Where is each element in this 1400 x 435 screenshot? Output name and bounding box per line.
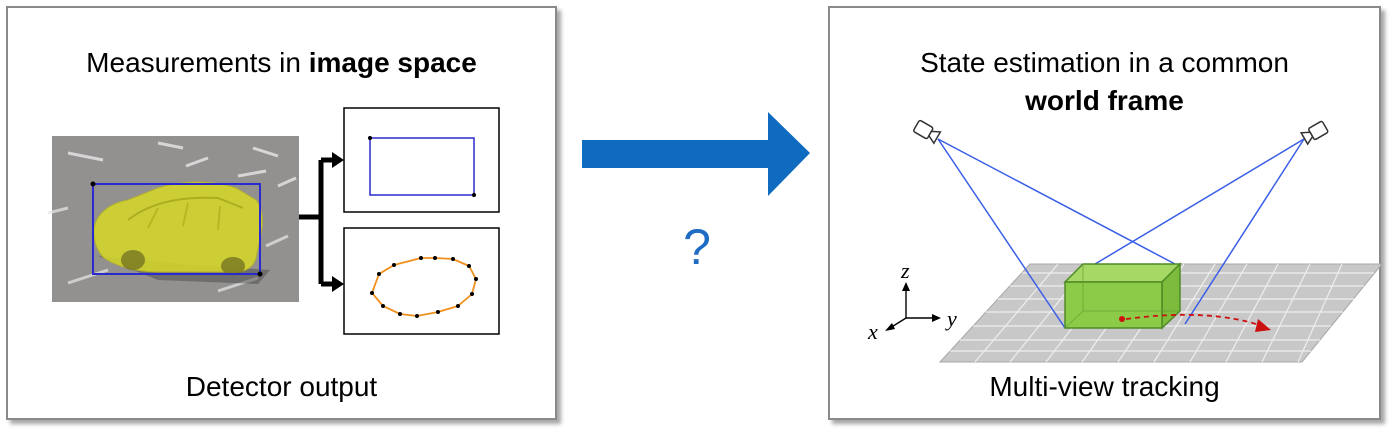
- camera-icon: [1299, 120, 1329, 146]
- image-space-title-prefix: Measurements in: [86, 47, 301, 78]
- world-frame-title-line2: world frame: [830, 84, 1379, 118]
- object-3d-box: [1063, 262, 1182, 330]
- arrow-to-polygon-icon: [332, 276, 344, 292]
- world-scene: z y x: [867, 119, 1384, 363]
- world-frame-title-bold: world frame: [1025, 85, 1184, 116]
- detector-output-caption: Detector output: [185, 371, 378, 402]
- polygon-output-box: [343, 227, 500, 335]
- output-branch-arrows: [299, 157, 332, 287]
- y-axis-label: y: [945, 306, 957, 331]
- question-mark: ?: [683, 219, 711, 275]
- x-axis-label: x: [867, 319, 878, 344]
- world-axes: [885, 282, 941, 331]
- world-frame-panel: State estimation in a common world frame…: [828, 6, 1384, 420]
- image-space-panel: Measurements in image space Detector out…: [6, 6, 557, 420]
- z-axis-label: z: [900, 258, 910, 283]
- camera-icon: [913, 119, 942, 145]
- detector-illustration: [47, 107, 500, 335]
- world-frame-title-line1: State estimation in a common: [920, 47, 1289, 78]
- right-arrow-icon: [582, 112, 810, 196]
- trajectory-arrow: [1119, 313, 1271, 332]
- image-space-title-bold: image space: [308, 47, 477, 78]
- camera-rays: [937, 138, 1305, 329]
- multi-view-caption: Multi-view tracking: [989, 371, 1220, 402]
- car-photo: [47, 136, 299, 302]
- arrow-to-bbox-icon: [332, 152, 344, 168]
- image-space-title: Measurements in image space: [8, 46, 555, 80]
- bbox-output-box: [343, 107, 500, 213]
